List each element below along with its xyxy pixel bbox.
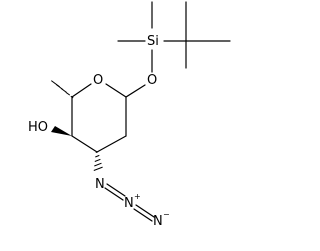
bond-o-c1 (125, 84, 146, 98)
bond-c3-c4 (71, 135, 98, 153)
hashed-bond-c3-n (93, 151, 103, 171)
pyranose-ring (51, 80, 146, 153)
ring-oxygen-label: O (93, 73, 103, 88)
azide-n3-charge: − (163, 210, 170, 219)
tbs-group (117, 1, 231, 73)
azide-n2-charge: + (134, 192, 141, 201)
bond-c1-ringo (105, 83, 127, 98)
bond-n1-n2-a (106, 183, 126, 197)
wedge-bond-c4-oh (51, 126, 72, 136)
bond-n1-n2-b (104, 187, 124, 201)
bond-c2-c3 (96, 135, 127, 153)
hashed-bond-c5-methyl (51, 80, 74, 99)
azide-n3-label: N (153, 214, 163, 229)
bond-n2-n3-a (135, 204, 155, 218)
azide-n2-label: N (124, 196, 134, 211)
bond-ringo-c5 (71, 83, 92, 98)
azide-group (104, 183, 155, 222)
chemical-structure-diagram: Si O O HO N N + N − (28, 1, 231, 229)
ether-oxygen-label: O (147, 73, 157, 88)
silicon-atom-label: Si (147, 34, 159, 49)
azide-n1-label: N (95, 177, 105, 192)
bond-n2-n3-b (133, 208, 153, 222)
hydroxyl-label: HO (28, 120, 48, 135)
